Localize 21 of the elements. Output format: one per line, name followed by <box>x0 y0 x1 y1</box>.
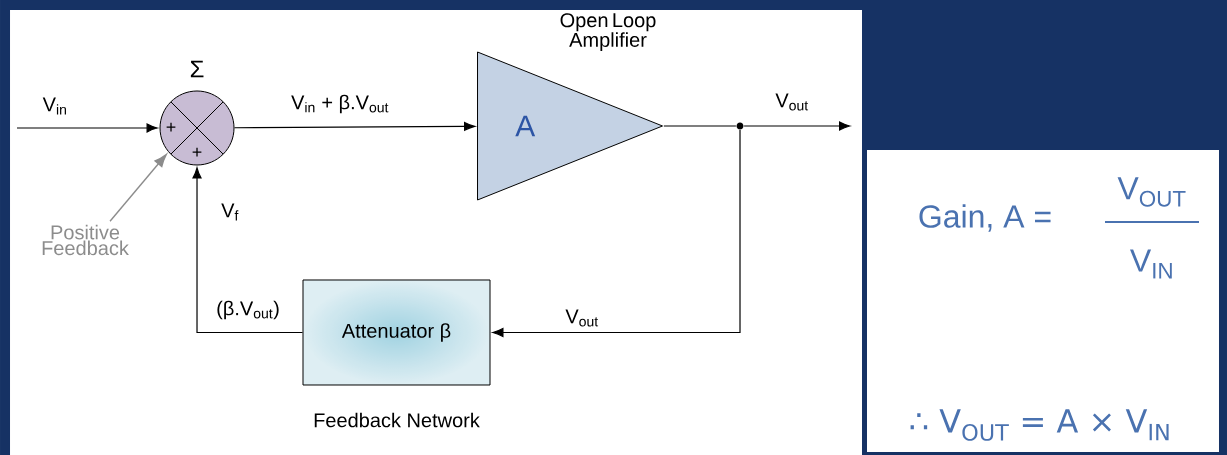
attenuator-box: Attenuator β <box>302 279 491 386</box>
arrow <box>192 167 304 334</box>
arrow <box>233 121 476 131</box>
feedback-signal-label: (β.V$_{out}$) <box>217 300 279 320</box>
node-label: Σ <box>190 60 204 78</box>
edge-label: V$_{out}$ <box>564 308 600 328</box>
formula-text: Gain, A = <box>919 204 1051 232</box>
node-label: Open Loop Amplifier <box>560 13 656 51</box>
amplifier-triangle: A Open Loop Amplifier <box>477 13 663 201</box>
edge-label: V$_{in}$ + β.V$_{out}$ <box>290 93 390 115</box>
summing-junction: Σ + + <box>159 60 235 166</box>
annotation: Positive Feedback <box>42 224 129 256</box>
denominator: V$_{IN}$ <box>1130 249 1172 279</box>
formula-text: ∴ V$_{OUT}$ = A × V$_{IN}$ <box>910 409 1169 441</box>
node-label: Feedback Network <box>314 412 480 428</box>
edge-label: V$_{out}$ <box>774 92 810 112</box>
arrow <box>16 123 158 133</box>
arrow <box>492 129 741 338</box>
leader-line <box>109 153 167 222</box>
numerator: V$_{OUT}$ <box>1117 177 1186 207</box>
arrow <box>743 121 851 131</box>
